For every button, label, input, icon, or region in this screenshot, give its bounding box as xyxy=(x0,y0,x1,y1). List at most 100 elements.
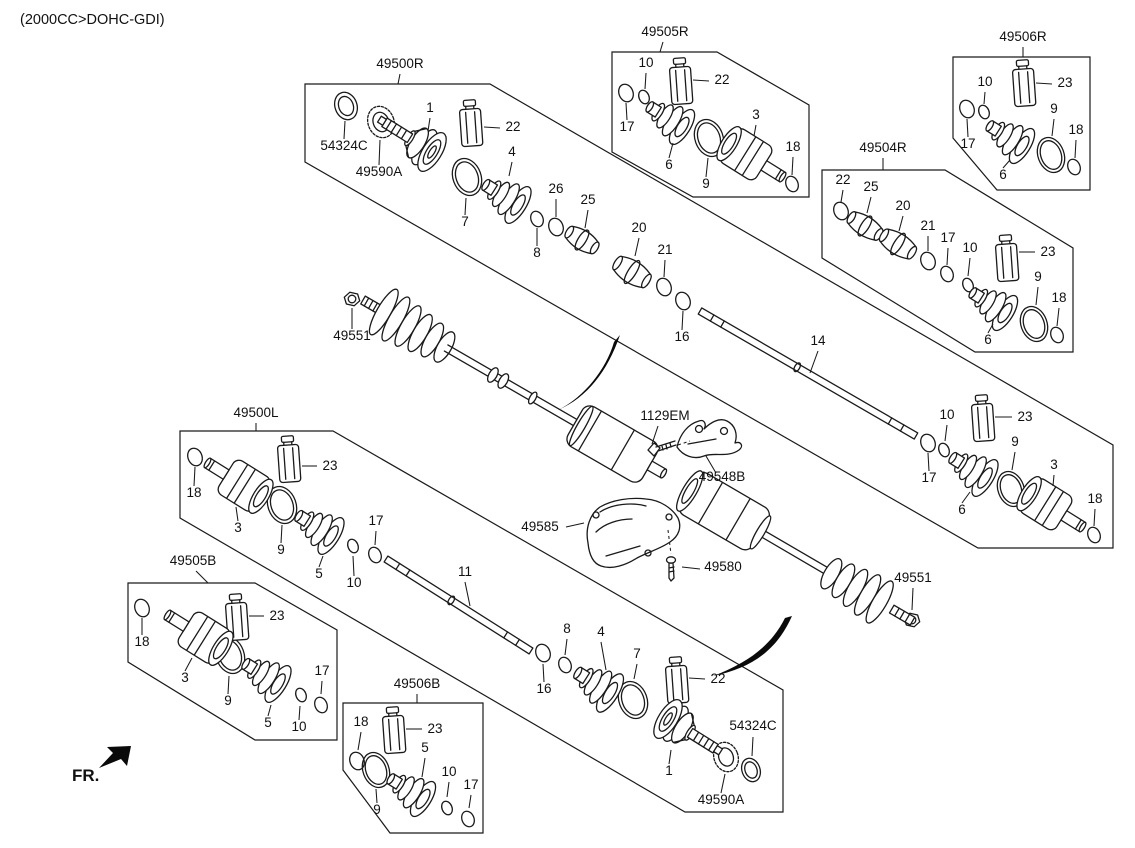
leader-line xyxy=(961,491,971,504)
snap-ring xyxy=(295,687,307,703)
leader-line xyxy=(688,677,706,680)
part-callout-1129em: 1129EM xyxy=(640,408,689,423)
damper-boot xyxy=(612,255,652,289)
part-callout-9: 9 xyxy=(373,802,381,817)
part-callout-5: 5 xyxy=(315,566,323,581)
inner-joint xyxy=(203,457,274,514)
part-callout-20: 20 xyxy=(895,198,910,213)
leader-line xyxy=(751,736,754,757)
leader-line xyxy=(791,156,794,176)
part-callout-10: 10 xyxy=(962,240,977,255)
part-callout-3: 3 xyxy=(1050,457,1058,472)
axle-shaft xyxy=(697,307,919,440)
engine-variant-title: (2000CC>DOHC-GDI) xyxy=(20,12,165,28)
part-callout-17: 17 xyxy=(619,119,634,134)
leader-line xyxy=(421,757,426,778)
snap-ring xyxy=(675,291,691,311)
leader-line xyxy=(1074,139,1077,159)
cv-boot xyxy=(948,451,999,497)
snap-ring xyxy=(548,217,564,237)
leader-line xyxy=(565,522,585,528)
leader-line xyxy=(427,117,431,132)
part-callout-18: 18 xyxy=(353,714,368,729)
part-callout-21: 21 xyxy=(657,242,672,257)
part-callout-11: 11 xyxy=(458,564,472,579)
leader-line xyxy=(343,120,346,140)
leader-line xyxy=(468,794,472,809)
leader-line xyxy=(1056,307,1060,327)
hex-nut xyxy=(343,291,361,307)
inner-joint xyxy=(716,126,787,183)
leader-line xyxy=(840,189,844,203)
leader-line xyxy=(753,124,757,137)
part-callout-7: 7 xyxy=(633,646,641,661)
snap-ring xyxy=(938,442,950,458)
leader-line xyxy=(866,196,872,214)
leader-line xyxy=(983,91,986,105)
part-callout-18: 18 xyxy=(1068,122,1083,137)
boot-band-ring xyxy=(693,118,725,158)
part-callout-8: 8 xyxy=(563,621,571,636)
snap-ring xyxy=(656,277,672,297)
part-callout-49504r: 49504R xyxy=(859,140,907,155)
fr-direction-arrow xyxy=(99,746,131,768)
leader-line xyxy=(464,581,471,607)
outer-joint xyxy=(376,115,447,172)
part-callout-3: 3 xyxy=(234,520,242,535)
snap-ring xyxy=(1067,158,1081,176)
screw-49580 xyxy=(665,529,677,582)
cv-boot xyxy=(481,178,532,224)
part-callout-8: 8 xyxy=(533,245,541,260)
snap-ring xyxy=(441,800,453,816)
boot-band-ring xyxy=(266,485,298,525)
leader-line xyxy=(374,530,377,546)
part-callout-23: 23 xyxy=(1057,75,1072,90)
cv-boot xyxy=(645,101,696,146)
snap-ring xyxy=(1087,526,1101,544)
leader-line xyxy=(357,731,362,751)
part-callout-49580: 49580 xyxy=(704,559,742,574)
cv-boot xyxy=(386,773,437,818)
part-callout-49506b: 49506B xyxy=(394,676,441,691)
snap-ring xyxy=(638,89,650,105)
grease-bottle xyxy=(994,234,1020,283)
part-callout-16: 16 xyxy=(674,329,689,344)
part-callout-23: 23 xyxy=(322,458,337,473)
part-callout-49590a: 49590A xyxy=(356,164,403,179)
leader-line xyxy=(397,73,401,85)
part-callout-6: 6 xyxy=(665,157,673,172)
outer-joint xyxy=(653,699,724,756)
leader-line xyxy=(184,657,193,672)
part-callout-18: 18 xyxy=(1051,290,1066,305)
grease-bottle xyxy=(668,57,694,106)
part-callout-23: 23 xyxy=(1017,409,1032,424)
grease-bottle xyxy=(276,435,302,484)
leader-line xyxy=(1093,508,1096,527)
damper-boot xyxy=(564,225,600,255)
part-callout-17: 17 xyxy=(463,777,478,792)
leader-line xyxy=(267,704,272,717)
snap-ring xyxy=(314,696,328,714)
part-callout-9: 9 xyxy=(224,693,232,708)
part-callout-17: 17 xyxy=(940,230,955,245)
part-callout-18: 18 xyxy=(1087,491,1102,506)
snap-ring xyxy=(978,104,990,120)
leader-line xyxy=(898,215,904,232)
leader-line xyxy=(1035,286,1039,306)
part-callout-7: 7 xyxy=(461,214,469,229)
part-callout-10: 10 xyxy=(977,74,992,89)
leader-line xyxy=(227,675,230,695)
part-callout-49585: 49585 xyxy=(521,519,559,534)
grease-bottle xyxy=(224,593,250,642)
leader-line xyxy=(651,425,659,445)
leader-line xyxy=(634,237,640,257)
part-callout-22: 22 xyxy=(505,119,520,134)
leader-line xyxy=(483,126,501,129)
leader-line xyxy=(659,41,664,53)
part-callout-49505b: 49505B xyxy=(170,553,217,568)
damper-boot xyxy=(846,211,884,241)
assembly-swoosh-upper xyxy=(558,335,620,410)
snap-ring xyxy=(959,99,975,119)
leader-line xyxy=(966,118,969,138)
